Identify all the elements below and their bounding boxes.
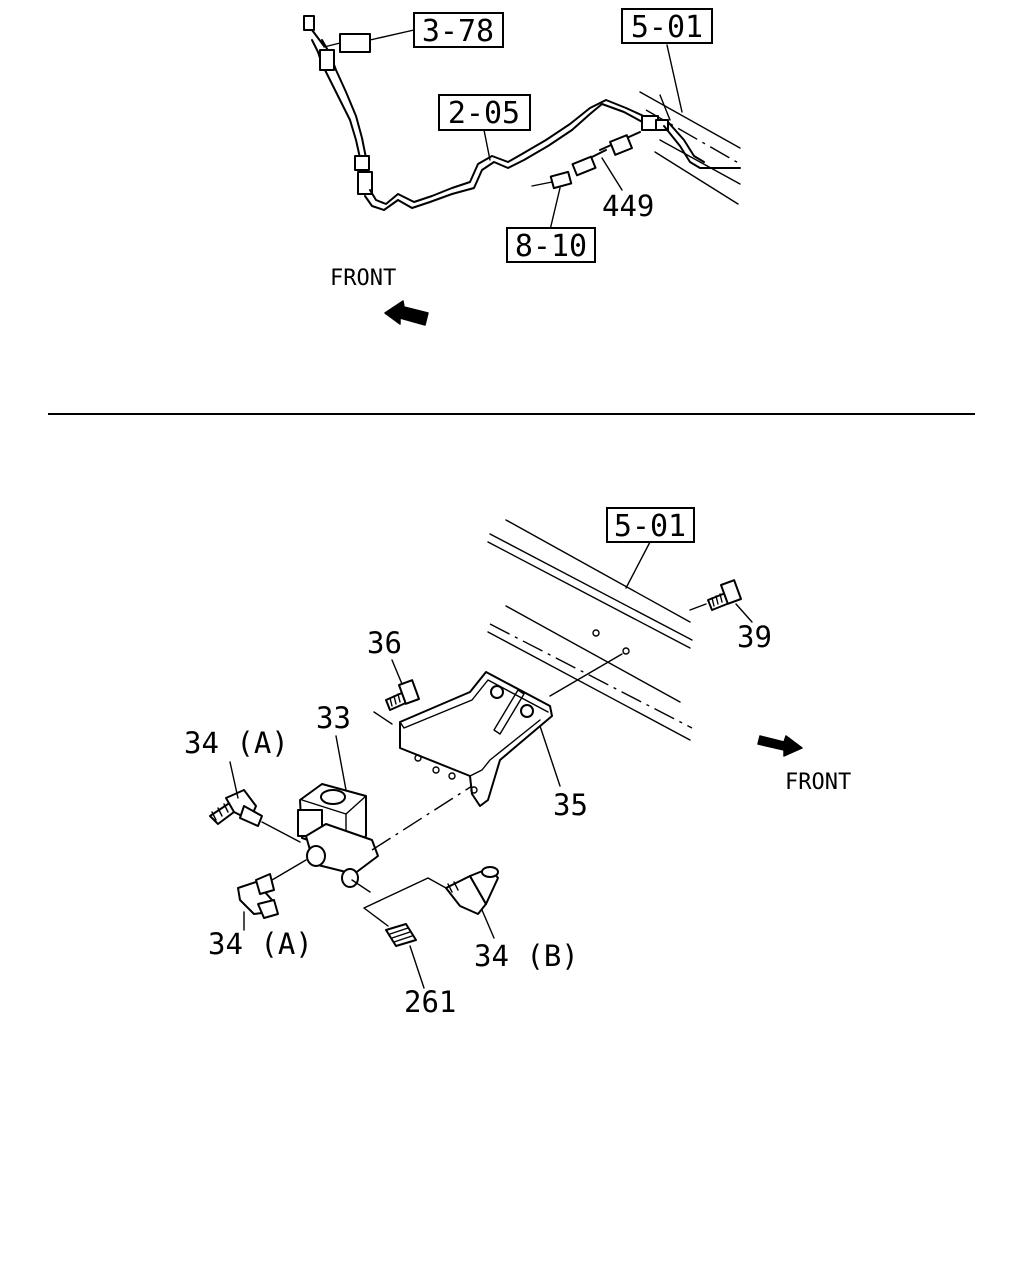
svg-text:8-10: 8-10 xyxy=(515,229,587,264)
pipe-assembly-top xyxy=(303,15,741,211)
svg-text:5-01: 5-01 xyxy=(614,509,686,544)
bracket-35 xyxy=(399,653,623,807)
ref-3-78[interactable]: 3-78 xyxy=(413,12,504,49)
bottom-view: 5-01 39 36 33 34 (A) 35 34 (A) 34 (B) 26… xyxy=(184,507,851,1019)
frame-rail-top xyxy=(639,91,743,205)
arrow-down-right-icon xyxy=(757,735,803,757)
part-label-39[interactable]: 39 xyxy=(737,620,772,654)
valve-33 xyxy=(297,783,473,893)
bolt-39 xyxy=(689,579,742,611)
ref-5-01-top[interactable]: 5-01 xyxy=(621,8,713,45)
part-label-261[interactable]: 261 xyxy=(404,985,456,1019)
top-view: 3-78 5-01 2-05 8-10 449 FRONT xyxy=(303,8,743,326)
part-label-34a-bottom[interactable]: 34 (A) xyxy=(208,927,313,961)
svg-text:3-78: 3-78 xyxy=(422,14,494,49)
part-label-36[interactable]: 36 xyxy=(367,626,402,660)
part-label-35[interactable]: 35 xyxy=(553,788,588,822)
fitting-34a-upper xyxy=(209,789,301,843)
front-label-bottom: FRONT xyxy=(785,770,851,795)
ref-8-10[interactable]: 8-10 xyxy=(506,227,596,264)
leaders-bottom xyxy=(229,541,753,989)
svg-text:5-01: 5-01 xyxy=(631,10,703,45)
part-label-34a-top[interactable]: 34 (A) xyxy=(184,726,289,760)
part-label-34b[interactable]: 34 (B) xyxy=(474,939,579,973)
plug-261 xyxy=(385,923,417,947)
svg-text:2-05: 2-05 xyxy=(448,96,520,131)
leader-bracket-34b-261 xyxy=(363,877,447,927)
fitting-34a-lower xyxy=(237,859,307,919)
part-label-33[interactable]: 33 xyxy=(316,701,351,735)
fitting-34b xyxy=(445,866,499,915)
ref-2-05[interactable]: 2-05 xyxy=(438,94,531,131)
bolt-36 xyxy=(373,679,420,725)
arrow-up-left-icon xyxy=(384,300,429,326)
leaders-top xyxy=(369,29,683,231)
ref-5-01-bottom[interactable]: 5-01 xyxy=(606,507,695,544)
part-label-449[interactable]: 449 xyxy=(602,189,654,223)
front-label-top: FRONT xyxy=(330,266,396,291)
frame-rail-bottom xyxy=(487,519,693,741)
